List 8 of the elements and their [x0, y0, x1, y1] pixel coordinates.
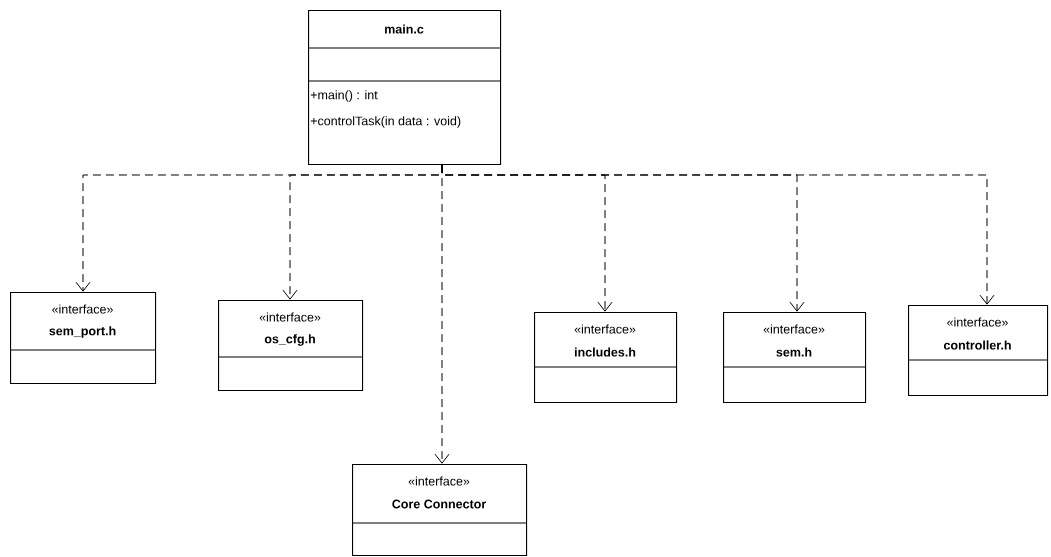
- dependency-arrow: [441, 164, 995, 305]
- interface-box: «interface» os_cfg.h: [217, 300, 364, 392]
- interface-box: «interface» controller.h: [907, 305, 1049, 397]
- interface-box: «interface» includes.h: [533, 312, 678, 404]
- class-box: main.c +main() : int +controlTask(in data : void): [307, 10, 502, 166]
- interface-box: «interface» Core Connector: [351, 464, 528, 557]
- interface-box: «interface» sem.h: [722, 312, 867, 404]
- interface-box: «interface» sem_port.h: [9, 292, 157, 385]
